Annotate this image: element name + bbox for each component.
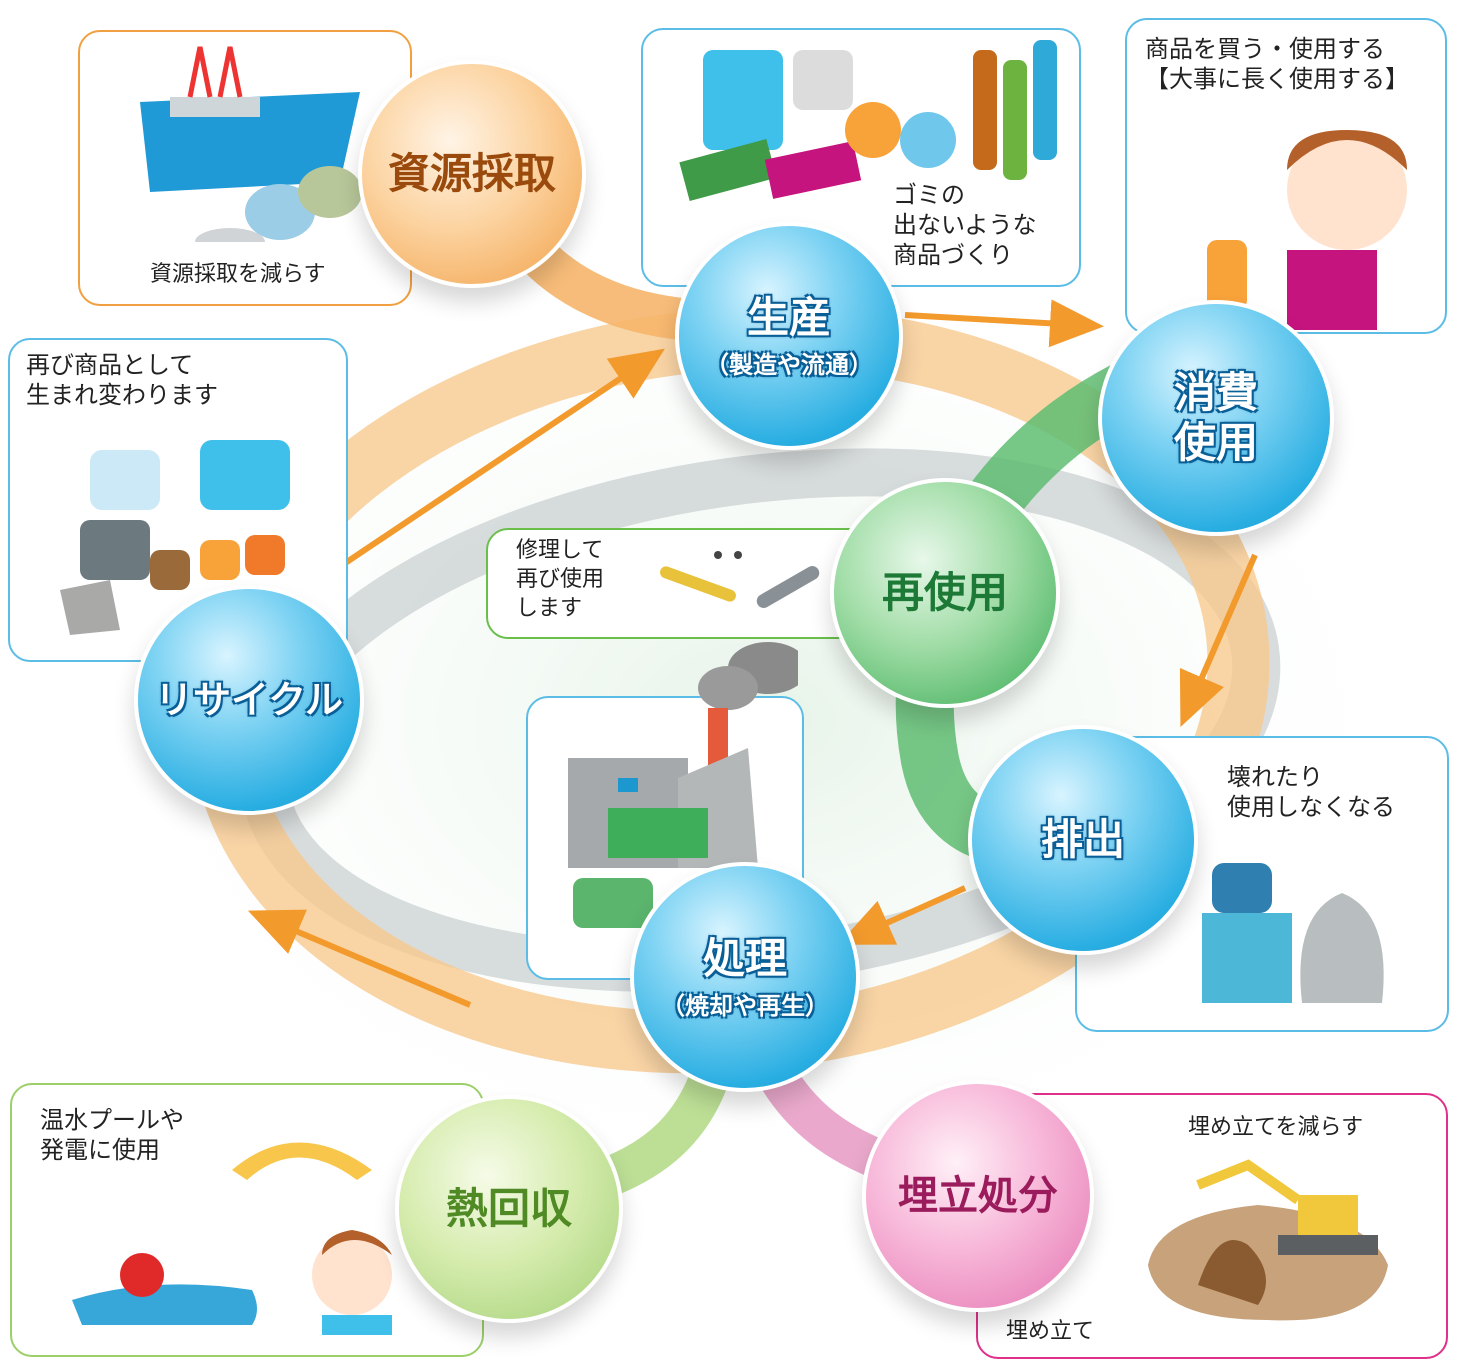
recycle-caption: 再び商品として 生まれ変わります xyxy=(26,351,218,409)
consumption-caption: 商品を買う・使用する 【大事に長く使用する】 xyxy=(1145,35,1409,93)
production-panel: ゴミの 出ないような 商品づくり xyxy=(641,28,1081,287)
node-resource[interactable]: 資源採取 xyxy=(358,60,586,288)
production-caption: ゴミの 出ないような 商品づくり xyxy=(893,181,1037,269)
arrow-production-to-consumption xyxy=(904,299,1104,348)
swimming-pool-icon xyxy=(72,1142,392,1335)
arrow-consumption-to-discharge xyxy=(1179,553,1258,728)
resource-panel: 資源採取を減らす xyxy=(78,30,412,306)
node-consumption-label: 消費 使用 xyxy=(1173,368,1258,467)
node-heat[interactable]: 熱回収 xyxy=(395,1095,623,1323)
node-treatment-sub: （焼却や再生） xyxy=(661,992,829,1020)
node-discharge[interactable]: 排出 xyxy=(968,725,1198,955)
excavator-icon xyxy=(1148,1159,1388,1321)
arrow-discharge-to-treatment xyxy=(838,885,967,945)
node-landfill-label: 埋立処分 xyxy=(898,1173,1058,1219)
node-reuse-label: 再使用 xyxy=(881,568,1008,617)
landfill-caption-2: 埋め立て xyxy=(1006,1319,1095,1344)
incineration-plant-icon xyxy=(568,642,798,928)
arrow-recycle-to-production xyxy=(318,348,665,583)
node-resource-label: 資源採取 xyxy=(387,149,556,198)
resource-caption: 資源採取を減らす xyxy=(150,262,326,287)
node-production-label: 生産 xyxy=(746,293,831,342)
node-production[interactable]: 生産 （製造や流通） xyxy=(675,222,903,450)
landfill-caption: 埋め立てを減らす xyxy=(1188,1115,1364,1140)
oil-rig-and-tanks-icon xyxy=(140,46,362,242)
discharge-caption: 壊れたり 使用しなくなる xyxy=(1227,763,1395,821)
node-discharge-label: 排出 xyxy=(1040,815,1125,864)
consumption-panel: 商品を買う・使用する 【大事に長く使用する】 xyxy=(1125,18,1447,334)
node-treatment-label: 処理 xyxy=(702,934,787,983)
node-recycle[interactable]: リサイクル xyxy=(134,585,364,815)
node-production-sub: （製造や流通） xyxy=(705,351,873,379)
node-treatment[interactable]: 処理 （焼却や再生） xyxy=(630,862,860,1092)
arrow-treatment-to-recycle xyxy=(247,909,472,1008)
node-landfill[interactable]: 埋立処分 xyxy=(862,1080,1094,1312)
products-icon xyxy=(679,40,1057,201)
recycled-goods-icon xyxy=(60,440,290,635)
reuse-caption: 修理して 再び使用 します xyxy=(516,538,605,621)
node-reuse[interactable]: 再使用 xyxy=(830,478,1060,708)
garbage-bag-icon xyxy=(1202,863,1384,1003)
heat-caption: 温水プールや 発電に使用 xyxy=(40,1106,184,1164)
node-heat-label: 熱回収 xyxy=(445,1184,572,1233)
tools-icon xyxy=(660,551,820,608)
girl-reading-icon xyxy=(1207,130,1407,330)
node-recycle-label: リサイクル xyxy=(154,678,344,722)
node-consumption[interactable]: 消費 使用 xyxy=(1098,300,1334,536)
